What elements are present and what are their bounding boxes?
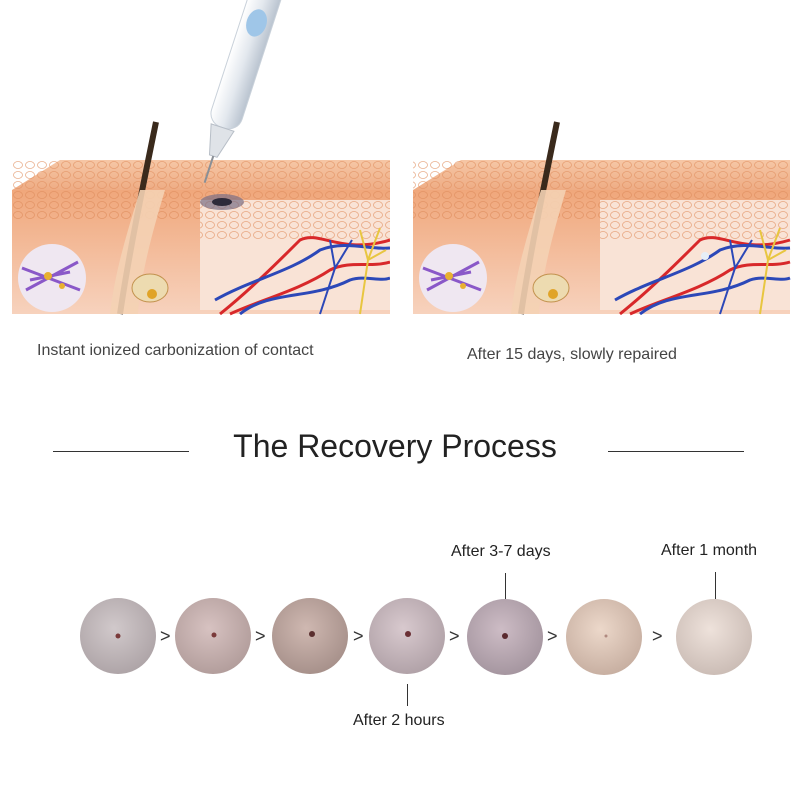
arrow-separator: > (547, 626, 558, 646)
arrow-separator: > (652, 626, 663, 646)
arrow-separator: > (353, 626, 364, 646)
arrow-separator: > (449, 626, 460, 646)
skin-sample-1 (80, 598, 156, 674)
pointer-line-1-month (715, 572, 716, 599)
section-title: The Recovery Process (233, 428, 557, 464)
caption-repaired: After 15 days, slowly repaired (467, 346, 677, 363)
caption-treatment: Instant ionized carbonization of contact (37, 342, 314, 359)
arrow-separator: > (160, 626, 171, 646)
skin-illustration-repaired (405, 0, 795, 330)
skin-illustration-treatment (0, 0, 390, 330)
skin-sample-2 (175, 598, 251, 674)
skin-sample-3 (272, 598, 348, 674)
title-divider-right (608, 451, 744, 452)
arrow-separator: > (255, 626, 266, 646)
skin-sample-5 (467, 599, 543, 675)
pointer-line-3-7-days (505, 573, 506, 599)
skin-sample-7 (676, 599, 752, 675)
skin-sample-6 (566, 599, 642, 675)
skin-sample-4 (369, 598, 445, 674)
title-divider-left (53, 451, 189, 452)
label-after-3-7-days: After 3-7 days (451, 543, 551, 560)
label-after-1-month: After 1 month (661, 542, 758, 559)
pointer-line-2-hours (407, 684, 408, 706)
label-after-2-hours: After 2 hours (353, 712, 445, 729)
